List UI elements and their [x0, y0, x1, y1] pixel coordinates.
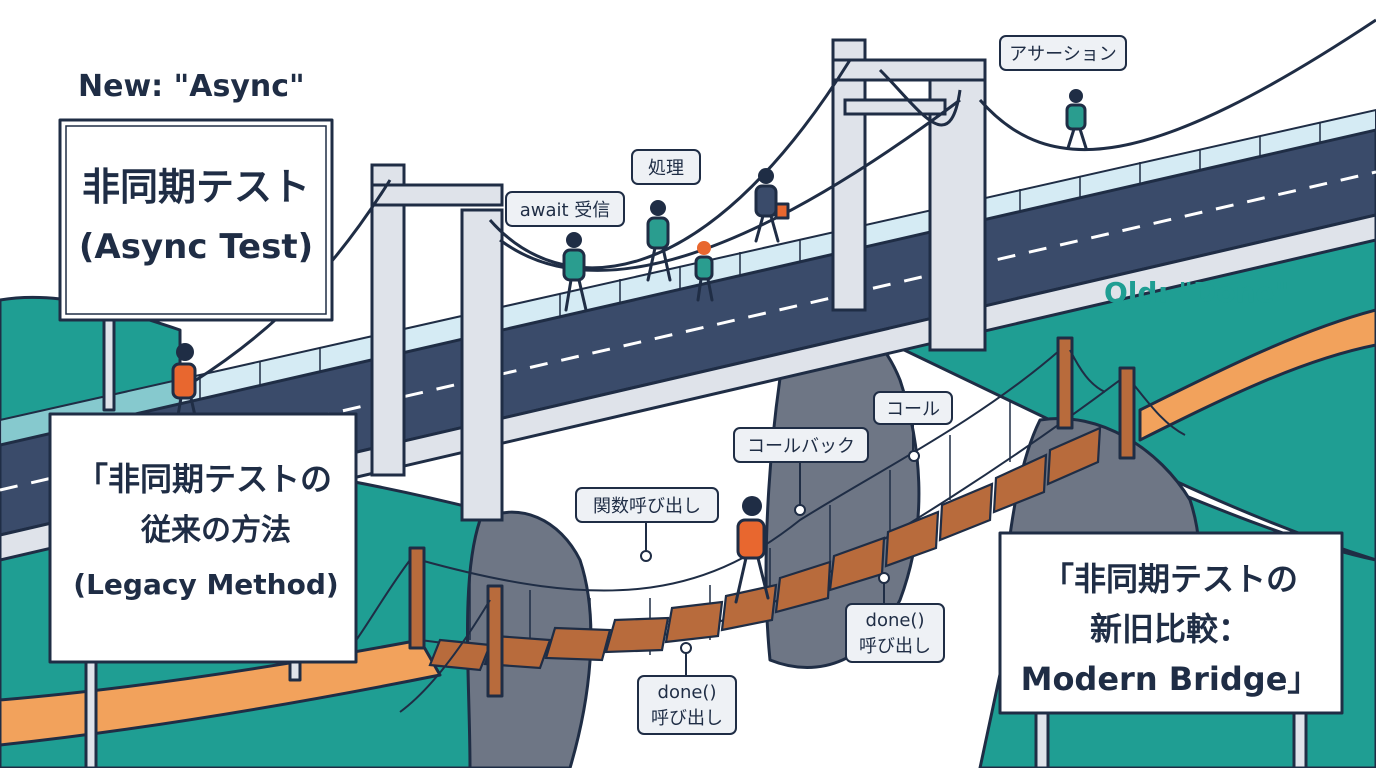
billboard-legacy-line2: 従来の方法	[140, 513, 291, 548]
billboard-legacy-line1: 「非同期テストの	[76, 460, 332, 498]
callout-done-2-line1: done()	[866, 610, 925, 631]
callout-assertion-text: アサーション	[1009, 44, 1117, 65]
callout-callback-text: コールバック	[747, 436, 855, 457]
old-done-label: Old: "Done"	[1104, 276, 1289, 309]
billboard-comparison-line2: 新旧比較：	[1090, 610, 1250, 648]
callout-processing-text: 処理	[648, 158, 684, 179]
callout-call-text: コール	[886, 399, 940, 420]
callout-await: await 受信	[506, 192, 624, 226]
billboard-async-line2: (Async Test)	[79, 227, 313, 267]
new-async-label: New: "Async"	[78, 69, 305, 104]
person-with-bag	[756, 168, 788, 241]
billboard-async-line1: 非同期テスト	[82, 165, 310, 209]
person-rope-bridge	[736, 496, 768, 602]
callout-done-call-1: done() 呼び出し	[638, 652, 736, 734]
callout-function-call: 関数呼び出し	[576, 488, 718, 552]
callout-assertion: アサーション	[1000, 36, 1126, 70]
callout-done-2-line2: 呼び出し	[859, 636, 931, 657]
callout-await-text: await 受信	[520, 200, 611, 221]
person-far	[1067, 89, 1086, 148]
billboard-legacy-line3: (Legacy Method)	[73, 568, 338, 601]
person-teal-2	[648, 200, 670, 280]
callout-function-call-text: 関数呼び出し	[593, 496, 701, 517]
callout-processing: 処理	[632, 150, 700, 184]
billboard-comparison-line3: Modern Bridge」	[1021, 660, 1320, 698]
billboard-comparison-line1: 「非同期テストの	[1042, 560, 1298, 598]
callout-done-1-line1: done()	[658, 682, 717, 703]
callout-done-1-line2: 呼び出し	[651, 708, 723, 729]
